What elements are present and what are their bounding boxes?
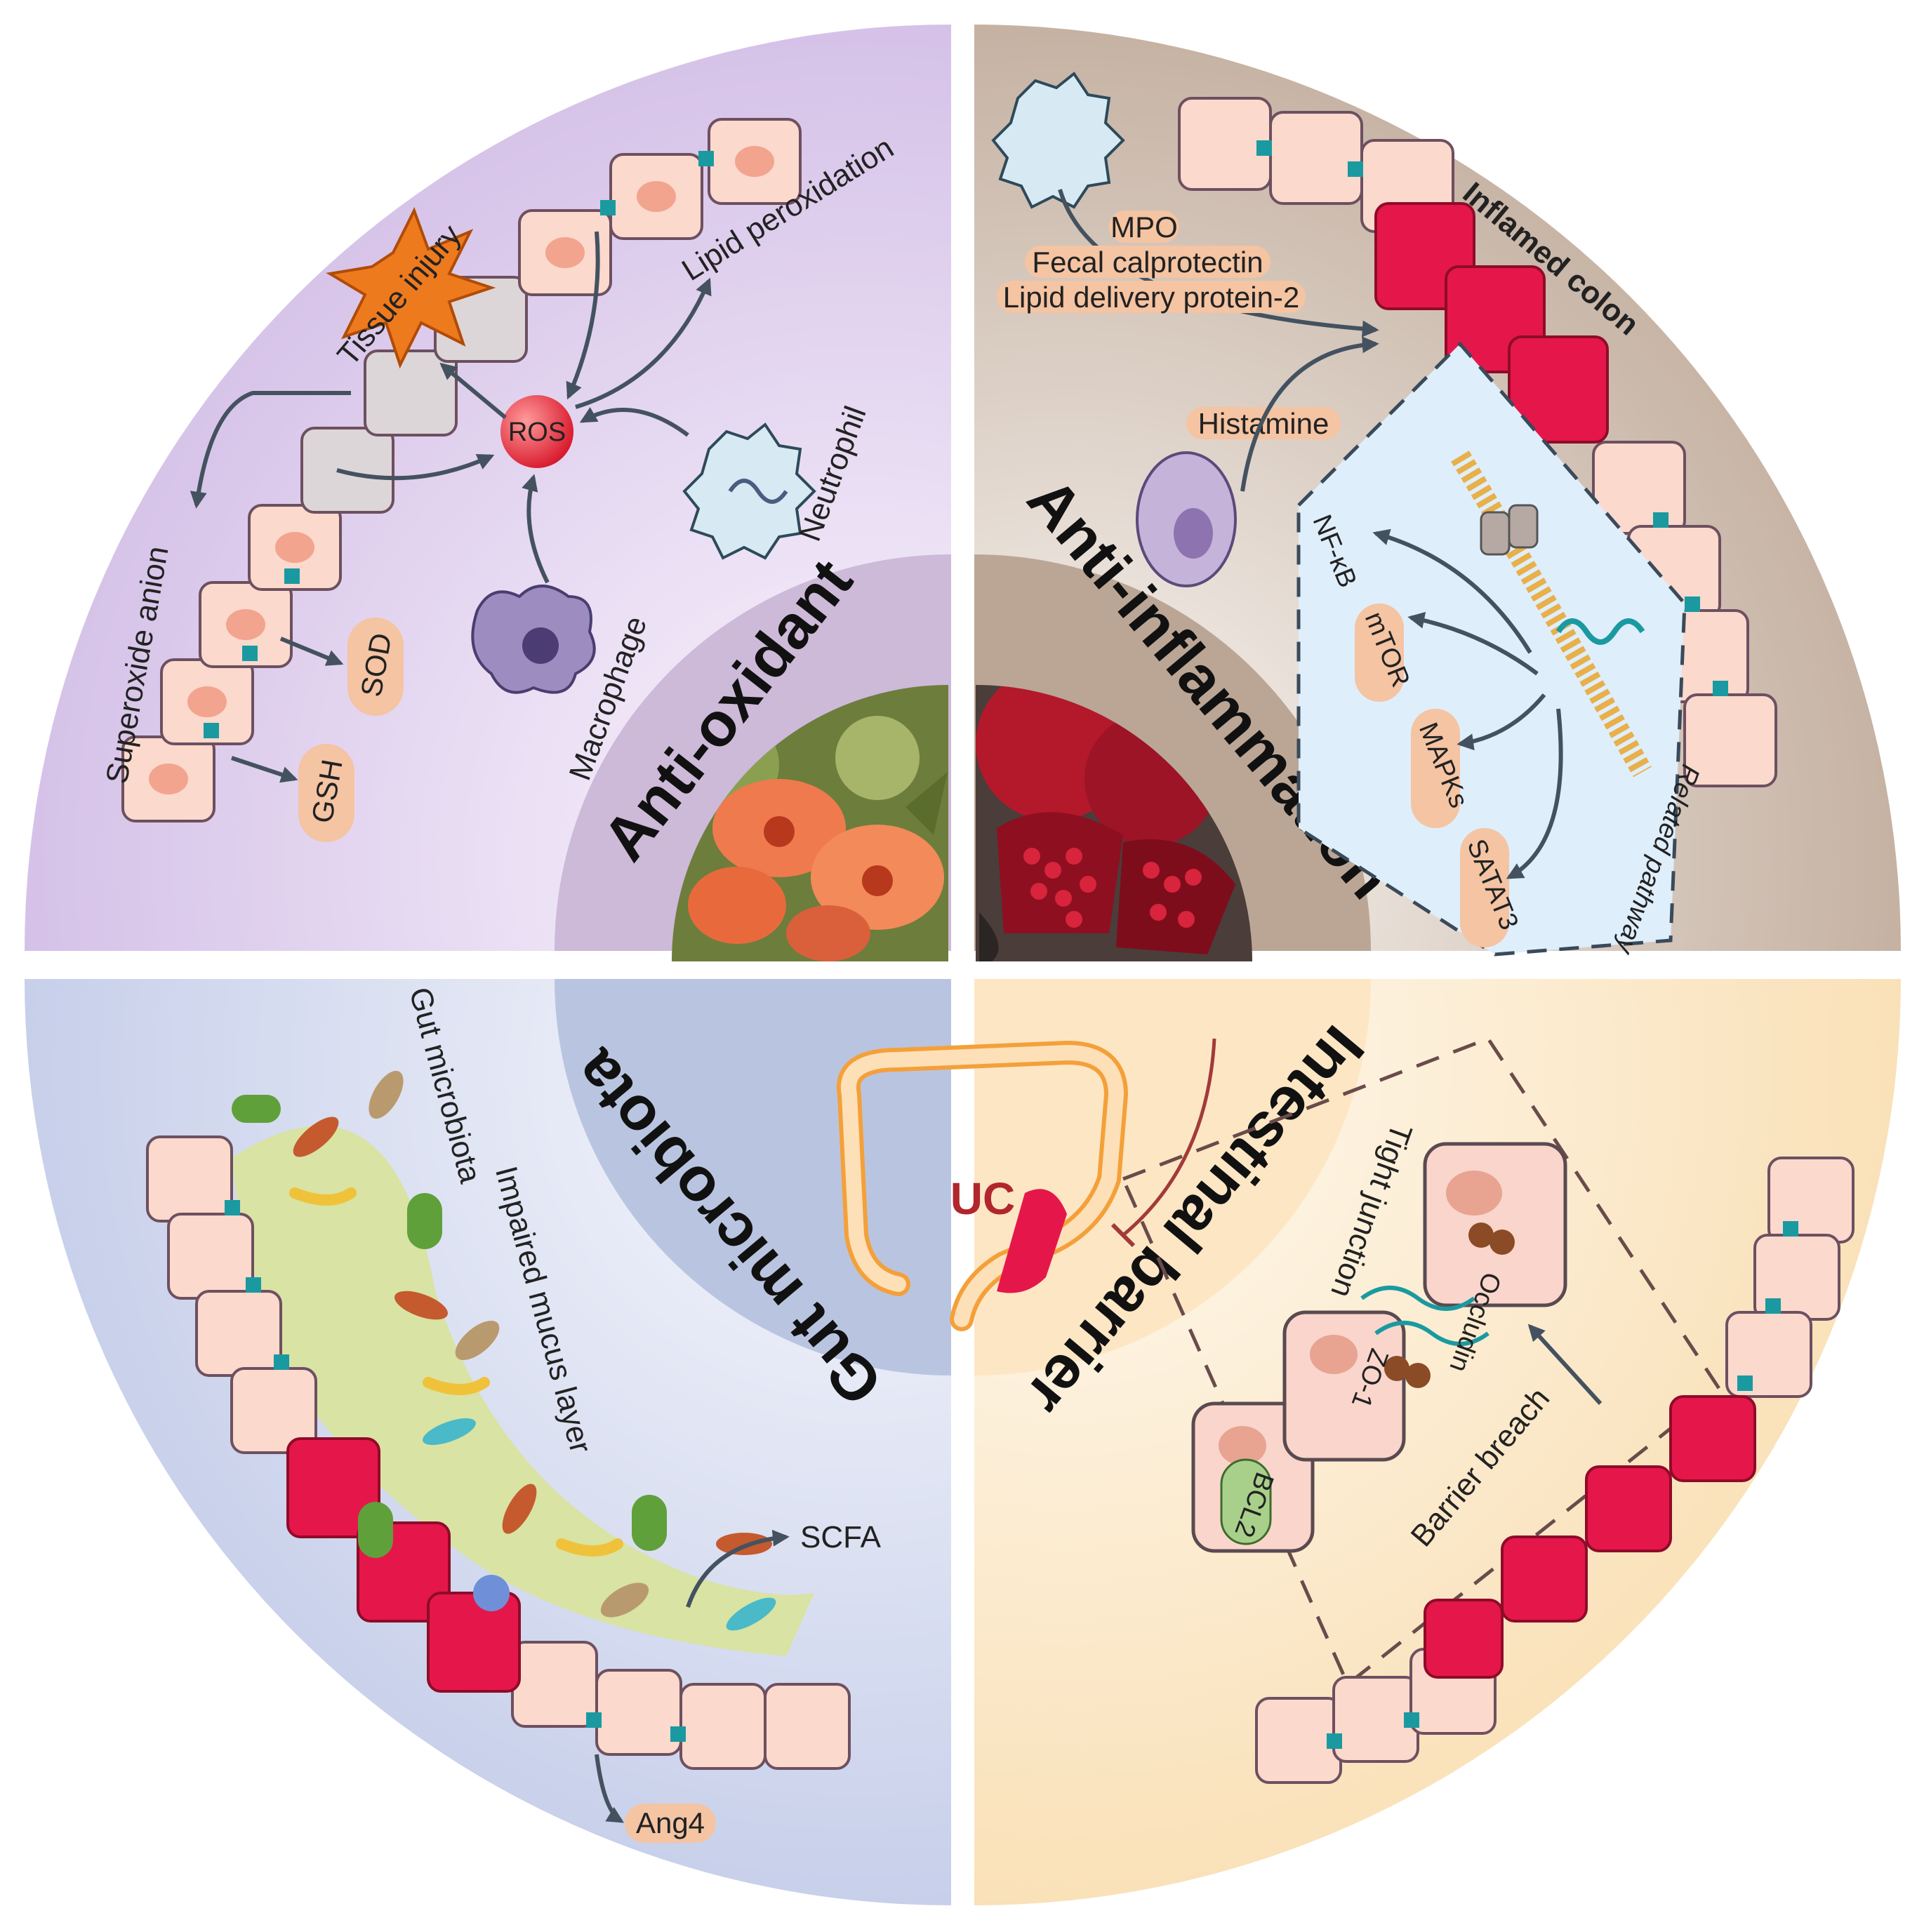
arrow-ros-injury: [439, 362, 507, 420]
fecal-calprotectin-pill: [1025, 246, 1270, 278]
sod-pill: [347, 618, 404, 716]
membrane: [1451, 451, 1652, 778]
arrow-gsh: [231, 756, 298, 783]
macrophage-cell: [471, 585, 596, 694]
ros-label: ROS: [508, 418, 566, 447]
bacteria-group: [232, 1070, 776, 1631]
scfa-label: SCFA: [800, 1520, 882, 1554]
mast-cell: [1136, 451, 1237, 587]
arrow-mtor: [1407, 612, 1539, 676]
mpo-label: MPO: [1110, 211, 1178, 244]
antioxidant-epithelium: [121, 118, 802, 822]
barrier-nuclei: [1219, 1171, 1502, 1465]
arrow-macrophage-ros: [522, 474, 550, 584]
arrow-barrier-breach: [1527, 1324, 1603, 1406]
stat3-pill: [1460, 828, 1509, 947]
pomegranate-photo: [976, 685, 1252, 961]
fecal-calprotectin-label: Fecal calprotectin: [1032, 246, 1263, 279]
arrow-injury-ros: [336, 454, 495, 481]
arrow-nfkb: [1372, 528, 1532, 654]
mpo-pill: [1109, 211, 1179, 243]
lipid-delivery-label: Lipid delivery protein-2: [1003, 281, 1300, 314]
arrow-superoxide: [190, 391, 351, 509]
mapks-pill: [1411, 709, 1460, 828]
related-pathway-box: [1296, 341, 1687, 957]
mtor-pill: [1355, 604, 1404, 702]
bcl2-pill: [1220, 1458, 1272, 1545]
arrow-scfa: [686, 1529, 790, 1608]
tissue-injury-burst: [326, 206, 496, 369]
uc-label: UC: [950, 1173, 1015, 1224]
arrow-sod: [279, 637, 344, 666]
arrow-mapks: [1457, 693, 1546, 751]
neutrophil-cell-top: [991, 72, 1125, 209]
arrow-stat3: [1506, 708, 1563, 879]
neutrophil-cell: [682, 422, 816, 560]
mucus-layer: [232, 1126, 814, 1656]
ang4-label: Ang4: [636, 1806, 705, 1839]
gut-epithelium: [146, 1135, 851, 1770]
inhibition-line: [1122, 1038, 1216, 1237]
gsh-pill: [298, 744, 354, 842]
inhibition-bar: [1110, 1223, 1136, 1248]
arrow-ros-lipid: [575, 277, 712, 409]
arrow-histamine: [1240, 336, 1379, 492]
colon-illustration: [836, 1040, 1129, 1331]
ros-node: [500, 395, 573, 468]
ang4-pill: [625, 1804, 716, 1843]
lipid-delivery-pill: [997, 281, 1306, 313]
arrow-cell-ros: [566, 231, 600, 400]
arrow-neutrophil-ros: [579, 407, 689, 437]
barrier-epithelium: [1255, 1157, 1855, 1784]
arrow-ang4: [595, 1754, 625, 1823]
tight-junction-proteins: [1360, 1223, 1515, 1388]
